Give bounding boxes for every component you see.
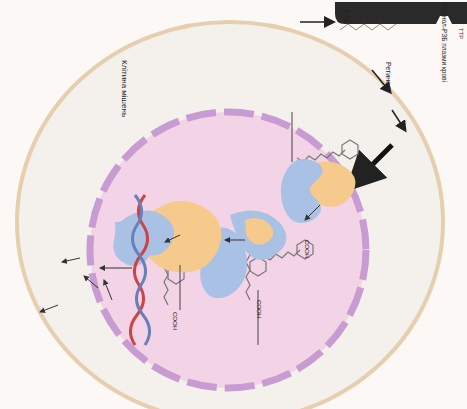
target-cell: Клітина мішень [20, 20, 445, 409]
part-label: COOH [171, 312, 178, 330]
membrane-receptor: Ретинол-РЗБ плазми кровіТТР [336, 0, 467, 60]
part-label: COOH [255, 300, 262, 318]
cell-label: Клітина мішень [119, 60, 128, 117]
receptor-label: ТТР [457, 28, 464, 39]
part-label: COOH [303, 240, 310, 258]
part-label: Ретинол [384, 62, 392, 89]
receptor-label: Ретинол-РЗБ плазми крові [441, 2, 448, 82]
part-label: РЗБ [342, 10, 350, 23]
